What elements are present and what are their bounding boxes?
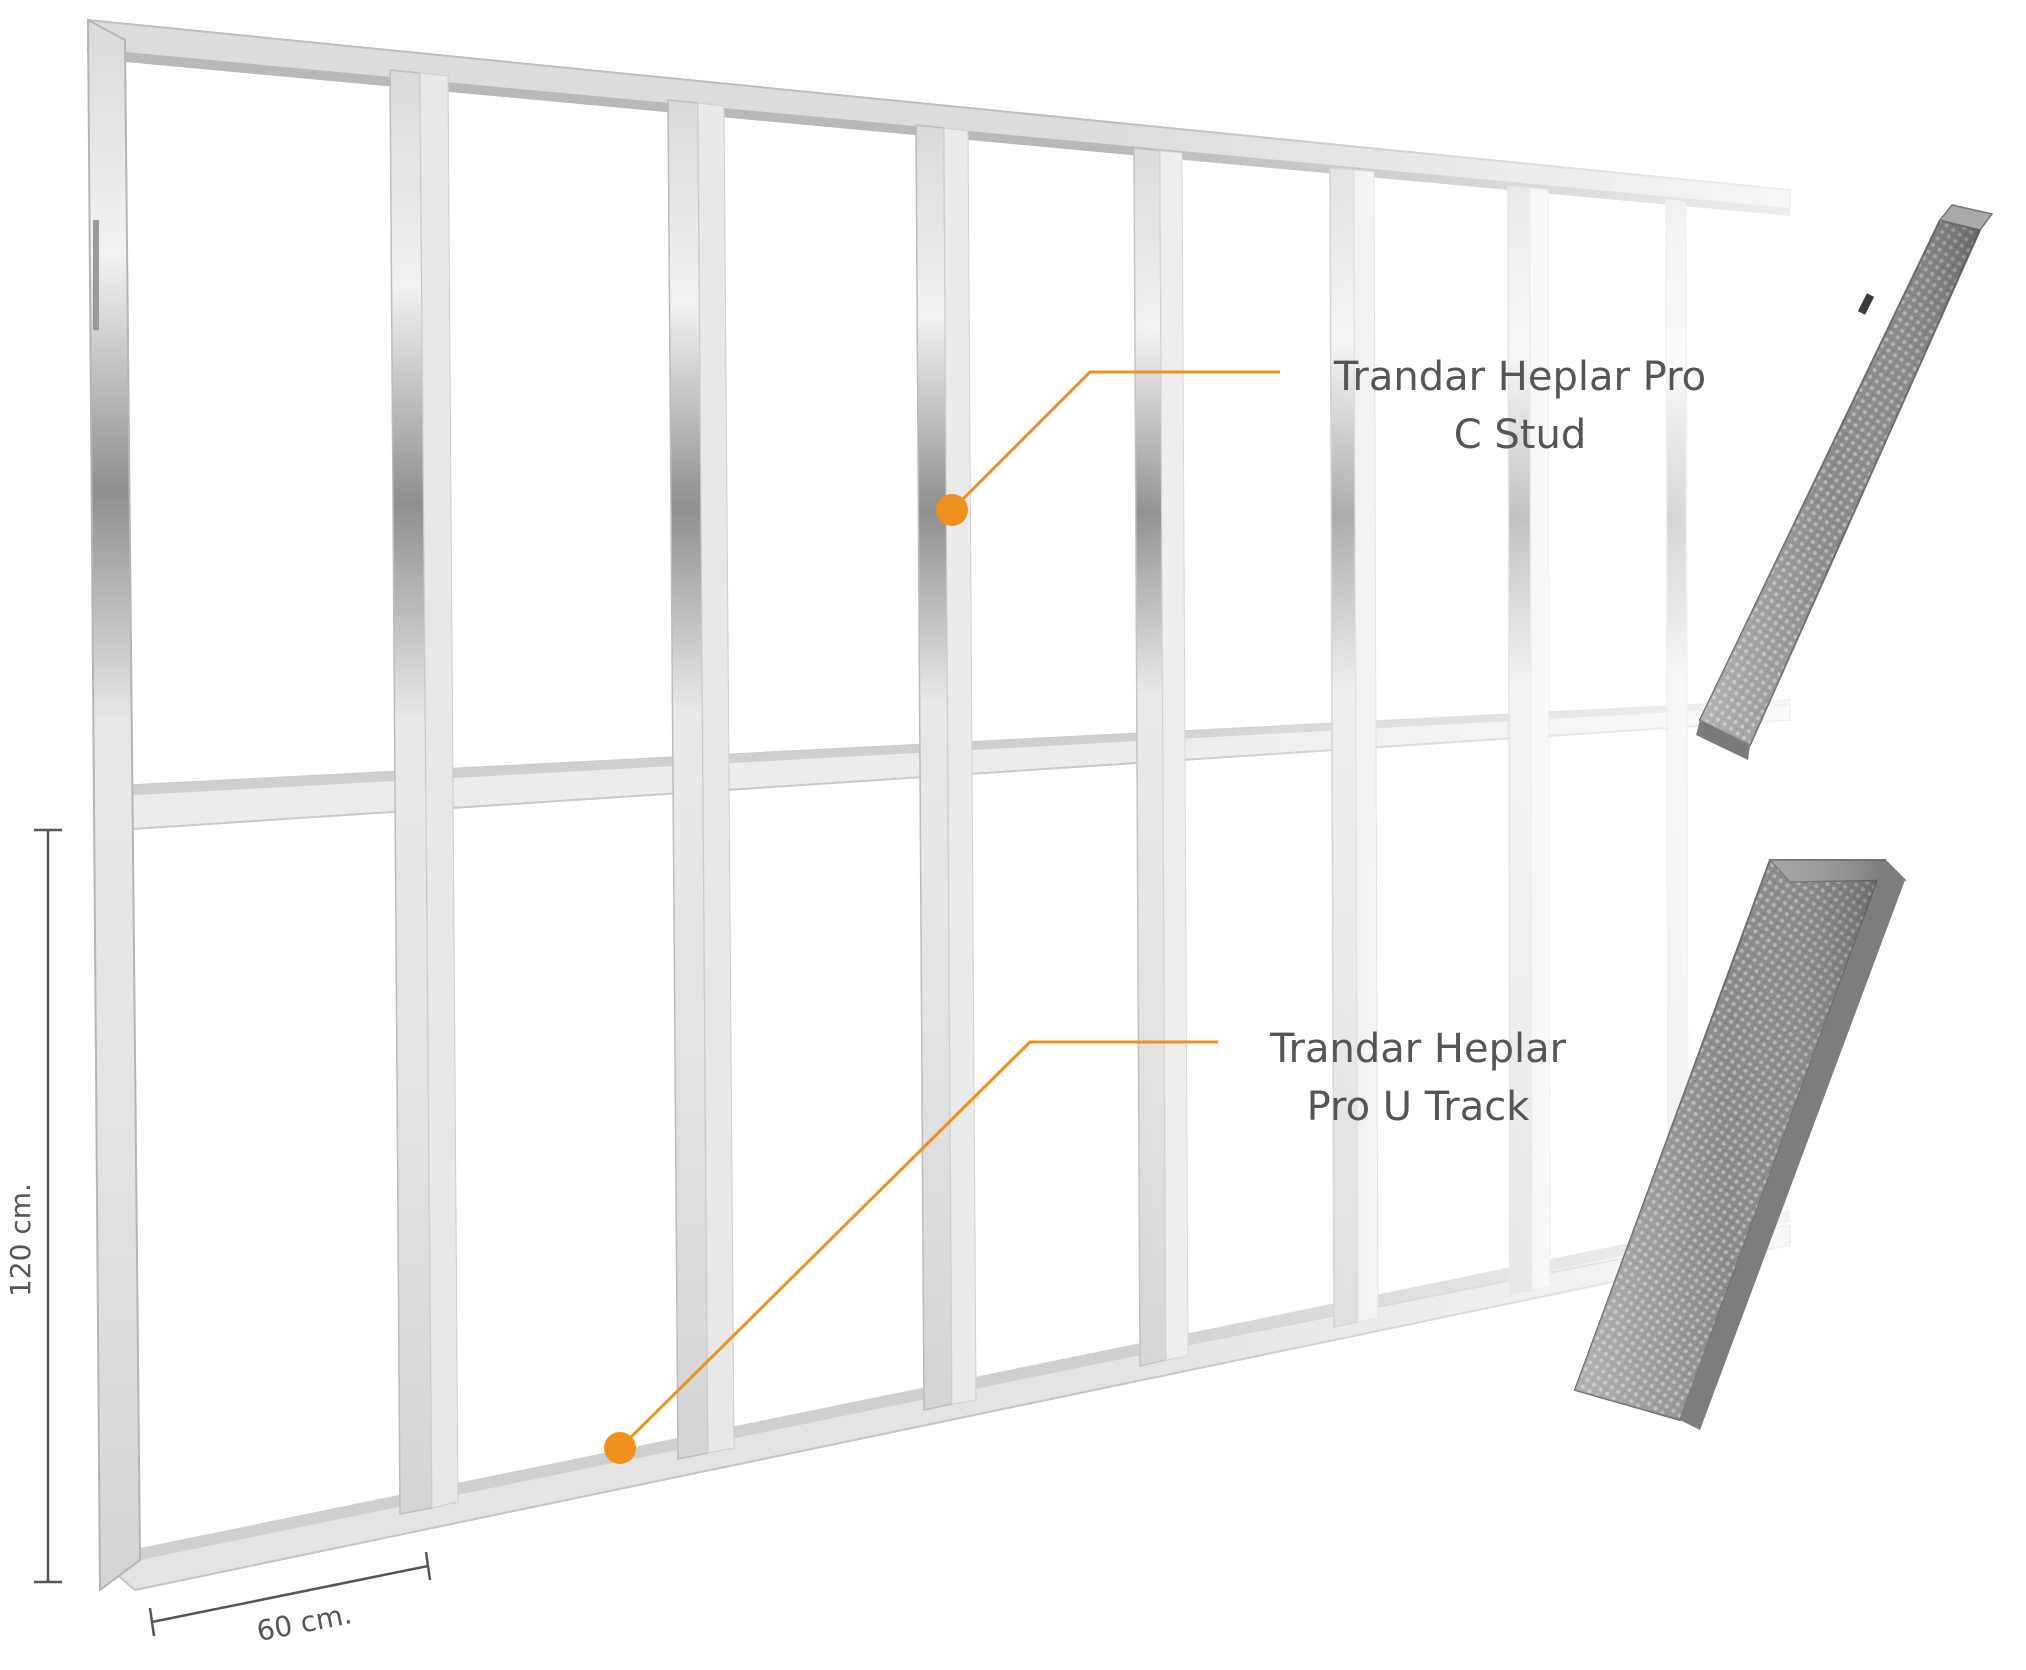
callout-c-stud-line2: C Stud <box>1454 412 1586 458</box>
stud-1 <box>389 69 459 1515</box>
height-dimension: 120 cm. <box>4 828 62 1584</box>
callout-c-stud-line1: Trandar Heplar Pro <box>1333 354 1706 400</box>
height-dimension-label: 120 cm. <box>4 1183 37 1297</box>
stud-4 <box>1133 147 1189 1367</box>
callout-c-stud-leader <box>950 370 1280 512</box>
stud-6 <box>1507 185 1551 1295</box>
stud-3 <box>915 124 977 1411</box>
stud-2 <box>667 99 735 1460</box>
u-track-profile <box>1573 859 1907 1430</box>
callout-u-track-leader <box>618 1040 1218 1450</box>
callout-u-track-line2: Pro U Track <box>1307 1084 1531 1130</box>
callout-u-track-marker <box>604 1432 636 1464</box>
callout-u-track-line1: Trandar Heplar <box>1269 1026 1567 1072</box>
stud-5 <box>1329 167 1379 1328</box>
callout-c-stud: Trandar Heplar Pro C Stud <box>936 354 1706 526</box>
callout-c-stud-marker <box>936 494 968 526</box>
end-stud-left <box>86 18 142 1592</box>
wall-frame <box>86 18 1791 1592</box>
width-dimension-label: 60 cm. <box>254 1597 355 1648</box>
callout-u-track: Trandar Heplar Pro U Track <box>604 1026 1567 1464</box>
c-stud-profile <box>1696 204 1994 760</box>
